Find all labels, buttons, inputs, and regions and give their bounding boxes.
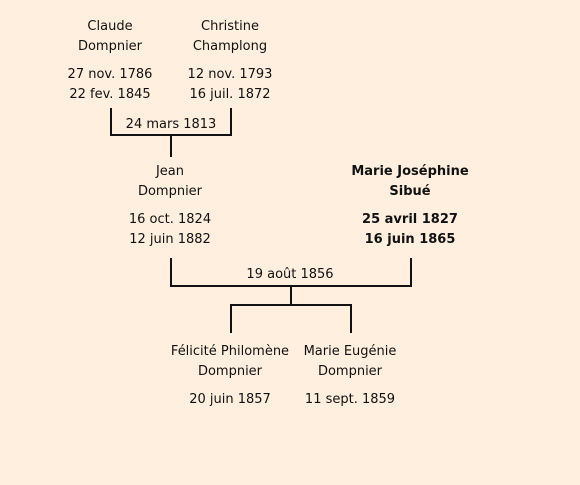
first-name: Jean — [155, 164, 185, 179]
connector-grandfather-down — [110, 108, 112, 135]
birth-date: 27 nov. 1786 — [67, 67, 153, 82]
connector-mother-down — [410, 258, 412, 286]
last-name: Dompnier — [317, 364, 383, 379]
connector-parents-children — [290, 286, 292, 305]
connector-child2-down — [350, 305, 352, 333]
death-date: 16 juin 1865 — [364, 232, 456, 247]
birth-date: 16 oct. 1824 — [128, 212, 212, 227]
birth-date: 25 avril 1827 — [362, 212, 458, 227]
birth-date: 11 sept. 1859 — [304, 392, 396, 407]
first-name: Félicité Philomène — [170, 344, 290, 359]
last-name: Dompnier — [77, 39, 143, 54]
connector-father-down — [170, 258, 172, 286]
first-name: Claude — [87, 19, 133, 34]
marriage-date-grandparents: 24 mars 1813 — [125, 117, 217, 132]
death-date: 12 juin 1882 — [129, 232, 211, 247]
person-jean-dompnier[interactable]: Jean Dompnier 16 oct. 1824 12 juin 1882 — [95, 162, 245, 250]
birth-date: 12 nov. 1793 — [187, 67, 273, 82]
person-marie-josephine-sibue[interactable]: Marie Joséphine Sibué 25 avril 1827 16 j… — [335, 162, 485, 250]
connector-grandparents-child — [170, 135, 172, 157]
birth-date: 20 juin 1857 — [189, 392, 271, 407]
first-name: Marie Eugénie — [303, 344, 397, 359]
last-name: Sibué — [389, 184, 431, 199]
death-date: 22 fev. 1845 — [69, 87, 151, 102]
death-date: 16 juil. 1872 — [189, 87, 271, 102]
person-felicite-philomene-dompnier[interactable]: Félicité Philomène Dompnier 20 juin 1857 — [155, 342, 305, 410]
first-name: Marie Joséphine — [351, 164, 469, 179]
person-marie-eugenie-dompnier[interactable]: Marie Eugénie Dompnier 11 sept. 1859 — [275, 342, 425, 410]
last-name: Champlong — [192, 39, 268, 54]
connector-child1-down — [230, 305, 232, 333]
connector-grandmother-down — [230, 108, 232, 135]
last-name: Dompnier — [137, 184, 203, 199]
person-christine-champlong[interactable]: Christine Champlong 12 nov. 1793 16 juil… — [155, 17, 305, 105]
marriage-date-parents: 19 août 1856 — [246, 267, 334, 282]
connector-children-bar — [230, 304, 352, 306]
first-name: Christine — [201, 19, 259, 34]
last-name: Dompnier — [197, 364, 263, 379]
person-claude-dompnier[interactable]: Claude Dompnier 27 nov. 1786 22 fev. 184… — [35, 17, 185, 105]
